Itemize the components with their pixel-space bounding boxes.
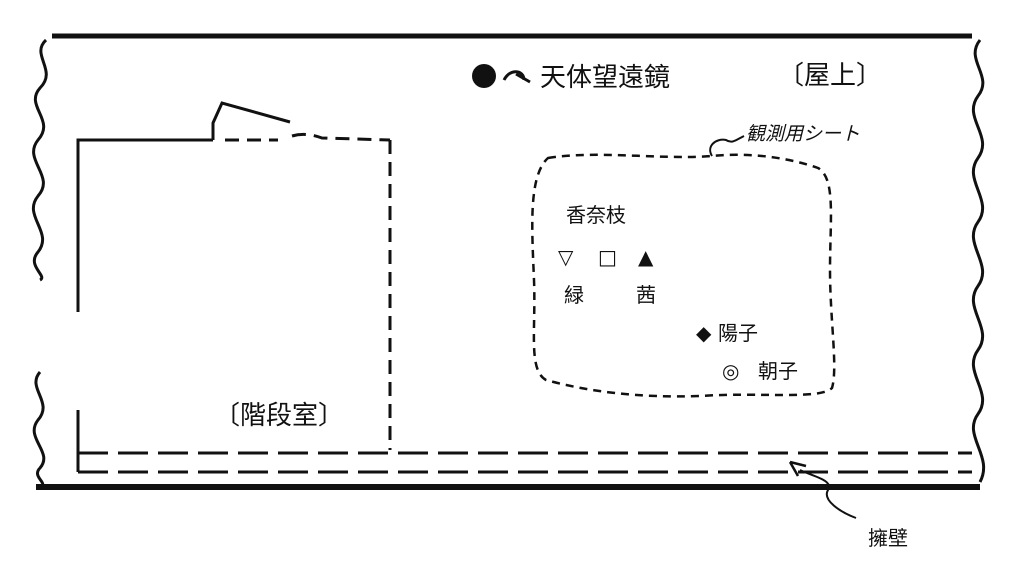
person-kanae-name: 香奈枝: [566, 203, 626, 227]
stairwell-wall: [76, 138, 213, 312]
observation-sheet-outline: [531, 153, 836, 398]
person-midori-symbol: ▽: [558, 245, 574, 269]
person-akane-symbol: ▲: [638, 245, 654, 269]
person-yoko-name: 陽子: [718, 321, 758, 345]
observation-sheet-label: 観測用シート: [746, 123, 860, 145]
parapet-leader-arrowhead: [788, 460, 807, 477]
parapet-leader-line: [799, 469, 857, 519]
right-break-line: [971, 39, 986, 483]
rooftop-label: 〔屋上〕: [778, 61, 882, 91]
telescope-icon: [472, 64, 496, 88]
person-midori-name: 緑: [564, 283, 584, 307]
stairwell-label: 〔階段室〕: [214, 401, 344, 431]
person-asako-name: 朝子: [758, 359, 798, 383]
left-break-line-upper: [31, 38, 48, 282]
person-yoko-symbol: ◆: [696, 321, 712, 345]
person-blank-symbol: □: [598, 245, 617, 269]
stairwell-door-dashed-arc: [225, 132, 391, 142]
stairwell-door: [211, 101, 291, 140]
telescope-label: 天体望遠鏡: [540, 63, 670, 93]
observation-sheet-leader: [709, 135, 745, 157]
parapet-label: 擁壁: [868, 526, 908, 550]
left-break-line-lower: [32, 371, 46, 488]
person-asako-symbol: ◎: [722, 359, 739, 383]
person-akane-name: 茜: [636, 283, 656, 307]
telescope-pointer-icon: [502, 70, 531, 84]
